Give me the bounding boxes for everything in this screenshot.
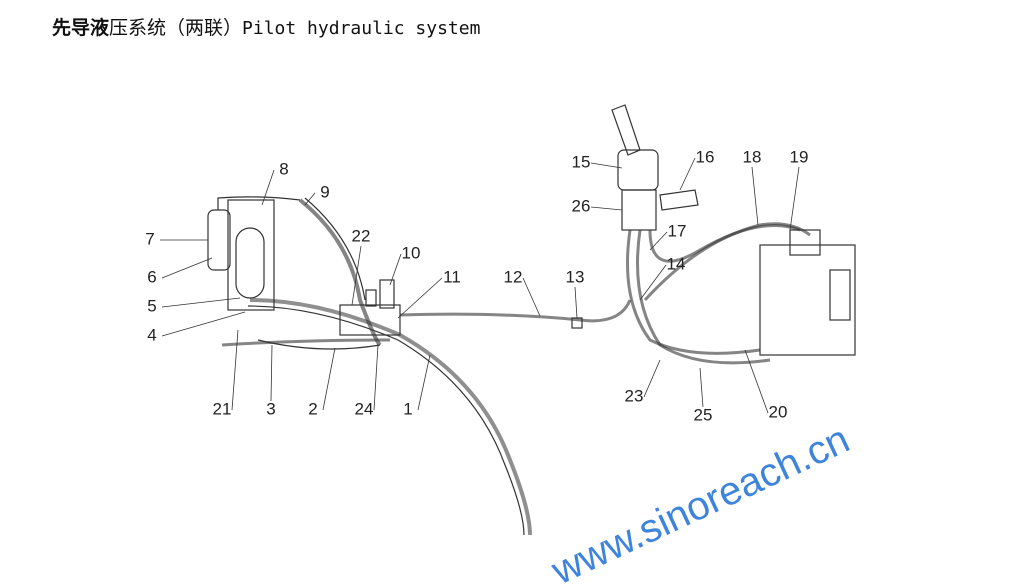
callout-23: 23 bbox=[625, 386, 644, 405]
callout-14: 14 bbox=[667, 254, 686, 273]
title-english: Pilot hydraulic system bbox=[242, 18, 481, 39]
callout-13: 13 bbox=[566, 267, 585, 286]
hose-1 bbox=[249, 298, 532, 536]
callout-15: 15 bbox=[572, 152, 591, 171]
title-bold: 先导液 bbox=[52, 17, 110, 39]
valve-part-22 bbox=[365, 289, 377, 307]
leader-line-25 bbox=[699, 367, 704, 408]
page-title: 先导液压系统（两联）Pilot hydraulic system bbox=[52, 13, 480, 40]
leader-line-1 bbox=[417, 354, 431, 411]
callout-1: 1 bbox=[403, 399, 412, 418]
leader-line-17 bbox=[649, 231, 668, 251]
callout-6: 6 bbox=[147, 267, 156, 286]
callout-labels: 8 9 7 6 5 4 22 10 11 12 13 21 3 2 24 1 15 26 16 18 19 17 14 23 2… bbox=[145, 147, 808, 424]
callout-5: 5 bbox=[147, 296, 156, 315]
leader-line-14 bbox=[639, 264, 667, 301]
hose-bundle-a bbox=[626, 229, 761, 355]
callout-9: 9 bbox=[320, 182, 329, 201]
hose-8 bbox=[217, 196, 301, 210]
callout-4: 4 bbox=[147, 325, 156, 344]
leader-line-16 bbox=[679, 157, 696, 191]
hose-12 bbox=[399, 299, 632, 323]
hose-2 bbox=[257, 339, 381, 350]
drawing bbox=[207, 104, 856, 536]
leader-line-8 bbox=[261, 169, 275, 206]
hose-9 bbox=[298, 198, 382, 347]
leader-line-22 bbox=[351, 245, 362, 306]
leader-line-23 bbox=[643, 359, 661, 398]
part-16 bbox=[659, 189, 699, 211]
leader-line-4 bbox=[161, 311, 246, 337]
accumulator bbox=[235, 227, 265, 299]
callout-8: 8 bbox=[279, 159, 288, 178]
callout-20: 20 bbox=[769, 402, 788, 421]
callout-16: 16 bbox=[696, 147, 715, 166]
leader-line-2 bbox=[322, 347, 336, 411]
leader-line-6 bbox=[161, 257, 213, 279]
valve-part-10 bbox=[379, 279, 395, 309]
callout-24: 24 bbox=[355, 399, 374, 418]
leader-line-19 bbox=[789, 166, 800, 231]
leader-line-20 bbox=[744, 349, 769, 414]
callout-12: 12 bbox=[504, 267, 523, 286]
hose-1-edge bbox=[247, 305, 525, 536]
callout-2: 2 bbox=[308, 399, 317, 418]
filter bbox=[207, 209, 231, 271]
callout-18: 18 bbox=[743, 147, 762, 166]
callout-19: 19 bbox=[790, 147, 809, 166]
joystick-base bbox=[621, 189, 657, 231]
control-valve-side bbox=[829, 269, 851, 321]
joystick bbox=[617, 149, 659, 191]
mounting-bracket bbox=[227, 199, 275, 311]
control-valve bbox=[759, 244, 856, 356]
leader-line-13 bbox=[574, 286, 578, 319]
callout-3: 3 bbox=[266, 399, 275, 418]
callout-10: 10 bbox=[402, 243, 421, 262]
callout-7: 7 bbox=[145, 229, 154, 248]
leader-line-9 bbox=[304, 192, 316, 206]
callout-17: 17 bbox=[668, 221, 687, 240]
leader-line-11 bbox=[397, 277, 443, 319]
leader-line-15 bbox=[590, 162, 623, 169]
joystick-handle bbox=[611, 104, 641, 156]
watermark: www.sinoreach.cn bbox=[544, 417, 856, 587]
leader-line-24 bbox=[373, 344, 379, 411]
hose-9-edge bbox=[304, 197, 366, 301]
callout-22: 22 bbox=[352, 226, 371, 245]
leader-line-5 bbox=[161, 297, 241, 308]
hose-bundle-d bbox=[643, 222, 811, 302]
hose-3 bbox=[221, 338, 391, 347]
leader-line-3 bbox=[270, 344, 273, 402]
control-valve-top bbox=[789, 229, 821, 256]
leader-line-12 bbox=[522, 277, 541, 317]
title-chinese: 压系统（两联） bbox=[109, 17, 243, 39]
callout-21: 21 bbox=[213, 399, 232, 418]
callout-11: 11 bbox=[443, 267, 461, 286]
hose-bundle-b bbox=[636, 229, 771, 365]
leader-line-26 bbox=[590, 206, 623, 211]
callout-25: 25 bbox=[694, 405, 713, 424]
leader-line-10 bbox=[389, 253, 402, 286]
hose-bundle-c bbox=[648, 224, 801, 263]
leader-line-21 bbox=[231, 329, 239, 411]
leader-line-18 bbox=[751, 166, 759, 226]
callout-26: 26 bbox=[572, 196, 591, 215]
